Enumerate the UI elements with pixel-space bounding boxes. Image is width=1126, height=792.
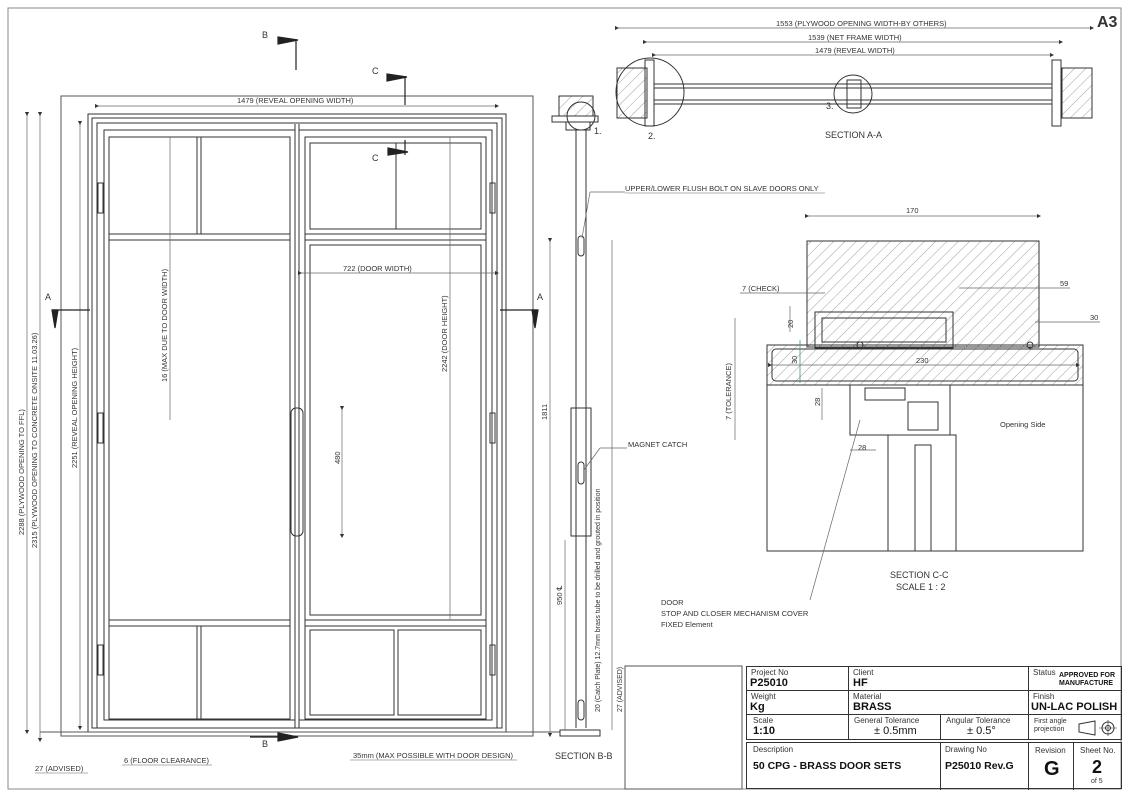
cut-c-bottom: C [372,153,379,163]
handle-480-dim: 480 [333,451,342,464]
dim-28b: 28 [858,443,866,452]
dim-1539: 1539 (NET FRAME WIDTH) [808,33,902,42]
ang-tol-label: Angular Tolerance [946,716,1011,725]
advised-27-dim: 27 (ADVISED) [35,764,84,773]
floor-clearance-dim: 6 (FLOOR CLEARANCE) [124,756,210,765]
plywood-ffl-dim: 2288 (PLYWOOD OPENING TO FFL) [17,409,26,535]
cut-a-right: A [537,292,543,302]
description-block: Description 50 CPG - BRASS DOOR SETS Dra… [746,742,1122,790]
max-possible-dim: 35mm (MAX POSSIBLE WITH DOOR DESIGN) [353,751,514,760]
cut-b-bottom: B [262,739,268,749]
finish-label: Finish [1033,692,1055,701]
opening-side: Opening Side [1000,420,1045,429]
gen-tol: ± 0.5mm [874,725,917,737]
legend-stop-closer: STOP AND CLOSER MECHANISM COVER [661,609,809,618]
cut-b-top: B [262,30,268,40]
material: BRASS [853,701,892,713]
door-elevation [40,95,560,737]
dim-230: 230 [916,356,929,365]
max-due-door-width: 16 (MAX DUE TO DOOR WIDTH) [160,268,169,382]
section-cc [766,240,1084,552]
client-label: Client [853,668,874,677]
title-block: Project No P25010 Client HF Status APPRO… [746,666,1122,740]
callout-2: 2. [648,131,656,141]
sheet-of: of 5 [1091,778,1103,785]
dim-20: 20 [786,320,795,328]
reveal-height-dim: 2251 (REVEAL OPENING HEIGHT) [70,347,79,468]
sheet-no: 2 [1092,757,1103,777]
revision: G [1044,758,1060,780]
gen-tol-label: General Tolerance [854,716,920,725]
callout-3: 3. [826,101,834,111]
drawing-no: P25010 Rev.G [945,760,1014,772]
stamp-box [624,665,743,790]
sheet-size: A3 [1097,14,1118,31]
status: APPROVED FOR MANUFACTURE [1059,672,1116,687]
client: HF [853,677,868,689]
callout-1: 1. [594,126,602,136]
plywood-concrete-dim: 2315 (PLYWOOD OPENING TO CONCRETE ONSITE… [30,332,39,548]
section-bb-title: SECTION B-B [555,751,613,761]
dim-30b: 30 [790,356,799,364]
door-height-dim: 2242 (DOOR HEIGHT) [440,295,449,372]
scale: 1:10 [753,725,776,737]
magnet-catch-note: MAGNET CATCH [628,440,687,449]
description-label: Description [753,745,794,754]
section-aa [615,57,1093,127]
door-width-dim: 722 (DOOR WIDTH) [343,264,412,273]
scale-label: Scale [753,716,774,725]
projection-label: First angle projection [1034,718,1067,733]
project-no-label: Project No [751,668,789,677]
section-cc-scale: SCALE 1 : 2 [896,582,946,592]
tolerance-dim: 7 (TOLERANCE) [724,363,733,420]
cut-c-top: C [372,66,379,76]
description: 50 CPG - BRASS DOOR SETS [753,760,902,772]
section-cc-title: SECTION C-C [890,570,949,580]
legend-fixed: FIXED Element [661,620,714,629]
dim-950: 950 ℄ [555,584,564,605]
first-angle-projection-icon [1078,720,1117,736]
material-label: Material [853,692,882,701]
dim-30: 30 [1090,313,1098,322]
section-aa-title: SECTION A-A [825,130,882,140]
sheet-no-label: Sheet No. [1080,746,1116,755]
finish: UN-LAC POLISH [1031,701,1118,713]
status-label: Status [1033,668,1056,677]
dim-1553: 1553 (PLYWOOD OPENING WIDTH-BY OTHERS) [776,19,947,28]
bb-advised: 27 (ADVISED) [617,667,624,712]
ang-tol: ± 0.5° [967,725,996,737]
dim-28a: 28 [813,398,822,406]
cut-a-left: A [45,292,51,302]
flush-bolt-note: UPPER/LOWER FLUSH BOLT ON SLAVE DOORS ON… [625,184,819,193]
dim-1479: 1479 (REVEAL WIDTH) [815,46,895,55]
catch-plate-note: 20 (Catch Plate) 12.7mm brass tube to be… [595,489,602,712]
dim-7-check: 7 (CHECK) [742,284,780,293]
dim-170: 170 [906,206,919,215]
legend-door: DOOR [661,598,684,607]
weight-label: Weight [751,692,776,701]
drawing-no-label: Drawing No [945,745,987,754]
section-bb [551,95,601,737]
reveal-width-dim: 1479 (REVEAL OPENING WIDTH) [237,96,354,105]
revision-label: Revision [1035,746,1066,755]
weight: Kg [750,701,765,713]
dim-59: 59 [1060,279,1068,288]
dim-1811: 1811 [540,404,549,420]
project-no: P25010 [750,677,788,689]
